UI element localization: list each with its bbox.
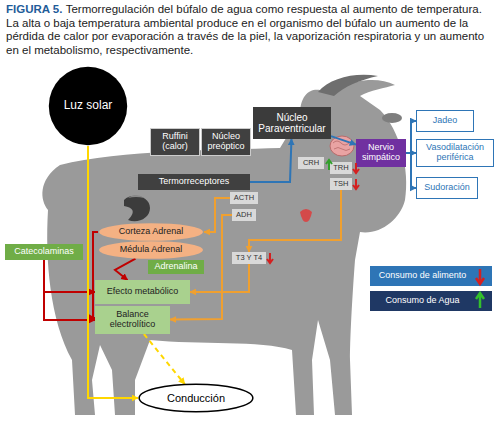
- response-box: Vasodilatación periférica: [416, 139, 494, 167]
- connector-arrow: [250, 139, 291, 182]
- node-label: Consumo de Agua: [385, 296, 459, 306]
- node-label: Consumo de alimento: [379, 271, 467, 281]
- conduction-ellipse: Conducción: [138, 384, 254, 412]
- figure-title: FIGURA 5.: [6, 3, 62, 15]
- connector-arrow: [406, 121, 416, 153]
- hormone-box: ACTH: [230, 192, 258, 204]
- nucleus-box: Núcleo preóptico: [201, 128, 251, 156]
- sun-circle: Luz solar: [48, 66, 128, 146]
- thyroid-icon: [300, 209, 312, 222]
- node-label: Efecto metabólico: [107, 287, 179, 297]
- hormone-box: TRH: [330, 162, 352, 174]
- nucleus-box: Núcleo Paraventricular: [253, 107, 331, 139]
- node-label: Ruffini (calor): [154, 132, 196, 152]
- buffalo-horn: [318, 75, 378, 96]
- down-arrow: [476, 269, 484, 284]
- node-label: Balance electrolítico: [98, 310, 167, 330]
- gland-ellipse: Corteza Adrenal: [98, 223, 204, 241]
- receptor-box: Termorreceptores: [138, 174, 250, 190]
- effect-box: Efecto metabólico: [95, 280, 190, 304]
- node-label: Conducción: [167, 392, 225, 404]
- connector-arrow: [144, 334, 185, 384]
- intake-box: Consumo de alimento: [370, 266, 492, 286]
- ear: [382, 113, 402, 123]
- node-label: Núcleo preóptico: [205, 132, 247, 152]
- adrenal-cap: [128, 195, 144, 198]
- spacer: [62, 3, 65, 15]
- connector-arrow: [406, 153, 416, 188]
- figure-caption-block: FIGURA 5. Termorregulación del búfalo de…: [6, 3, 494, 57]
- intake-box: Consumo de Agua: [370, 291, 492, 311]
- down-arrow: [267, 253, 273, 263]
- node-label: TSH: [334, 180, 349, 188]
- node-label: Núcleo Paraventricular: [256, 112, 328, 134]
- response-box: Jadeo: [416, 110, 474, 132]
- figure-caption: Termorregulación del búfalo de agua como…: [6, 3, 484, 56]
- connector-arrow: [88, 146, 138, 398]
- node-label: Nervio simpático: [359, 143, 403, 163]
- node-label: ADH: [236, 211, 252, 219]
- hormone-box: Adrenalina: [148, 260, 204, 274]
- hormone-box: CRH: [298, 157, 324, 169]
- down-arrow: [353, 179, 359, 189]
- node-label: Termorreceptores: [159, 177, 230, 187]
- gland-ellipse: Médula Adrenal: [98, 241, 204, 259]
- node-label: Catecolaminas: [14, 247, 74, 257]
- node-label: Médula Adrenal: [120, 245, 183, 255]
- node-label: Jadeo: [433, 116, 458, 126]
- down-arrow: [353, 163, 359, 173]
- hormone-box: T3 Y T4: [232, 252, 266, 264]
- nerve-box: Nervio simpático: [356, 139, 406, 167]
- node-label: T3 Y T4: [236, 254, 262, 262]
- connector-arrow: [249, 190, 341, 252]
- node-label: TRH: [333, 164, 348, 172]
- connector-arrow: [115, 259, 136, 280]
- node-label: Vasodilatación periférica: [420, 143, 490, 163]
- kidney-icon: [124, 196, 150, 221]
- node-label: Adrenalina: [154, 262, 197, 272]
- hormone-box: TSH: [330, 178, 352, 190]
- hormone-box: Catecolaminas: [5, 244, 83, 260]
- node-label: Corteza Adrenal: [119, 227, 184, 237]
- hormone-box: ADH: [232, 209, 256, 221]
- effect-box: Balance electrolítico: [95, 306, 170, 334]
- node-label: CRH: [303, 159, 319, 167]
- node-label: ACTH: [234, 194, 254, 202]
- up-arrow: [326, 160, 332, 170]
- up-arrow: [476, 293, 484, 308]
- response-box: Sudoración: [416, 177, 478, 199]
- node-label: Luz solar: [64, 99, 113, 112]
- node-label: Sudoración: [424, 183, 470, 193]
- connector-arrow: [331, 136, 356, 144]
- receptor-box: Ruffini (calor): [150, 128, 200, 156]
